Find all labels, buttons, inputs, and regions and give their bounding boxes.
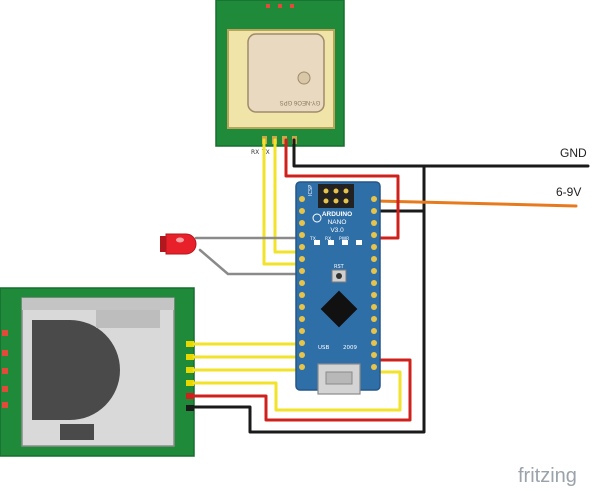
sd-pin-gnd bbox=[186, 405, 194, 411]
gps-rx-label: RX bbox=[251, 149, 259, 156]
sd-label-vcc: VCC bbox=[201, 389, 216, 397]
sd-socket-top bbox=[22, 298, 174, 310]
nano-led-tx bbox=[314, 240, 320, 245]
nano-led-rx bbox=[328, 240, 334, 245]
sd-pad bbox=[2, 368, 8, 374]
nano-pwr-text: PWR bbox=[339, 236, 349, 242]
sd-pin-miso bbox=[186, 367, 194, 373]
wire-sck bbox=[192, 370, 402, 412]
wire-gps-tx bbox=[273, 138, 300, 254]
gnd-label: GND bbox=[560, 146, 587, 160]
fritzing-watermark: fritzing bbox=[518, 465, 577, 487]
arduino-logo-icon bbox=[312, 213, 322, 223]
nano-subtitle: NANO bbox=[328, 219, 347, 226]
wire-5v-gps bbox=[284, 138, 400, 240]
vin-label: 6-9V bbox=[556, 185, 581, 199]
sd-pin-cs bbox=[186, 341, 194, 347]
sd-pad bbox=[2, 350, 8, 356]
sd-label-cs: CS bbox=[201, 337, 211, 345]
sd-card-slot bbox=[32, 320, 120, 420]
nano-rx-text: RX bbox=[325, 236, 331, 242]
gps-led-pad bbox=[278, 4, 282, 8]
nano-icsp-header bbox=[318, 184, 354, 208]
nano-usb-text: USB bbox=[318, 345, 330, 351]
wire-vin bbox=[376, 199, 578, 208]
gps-antenna-feed bbox=[297, 71, 311, 85]
sd-pin-sck bbox=[186, 380, 194, 386]
sd-label-miso: MISO bbox=[201, 363, 220, 371]
nano-rst-text: RST bbox=[334, 264, 345, 270]
wire-gnd-sd bbox=[192, 164, 426, 434]
red-led bbox=[160, 233, 197, 255]
arduino-nano: ICSP ARDUINO NANO V3.0 TX RX PWR RST 200… bbox=[295, 181, 381, 395]
led-highlight bbox=[176, 237, 184, 243]
led-body bbox=[165, 233, 197, 255]
nano-icsp-label: ICSP bbox=[308, 185, 314, 196]
nano-right-header bbox=[371, 196, 377, 370]
nano-usb-port bbox=[325, 371, 353, 385]
gps-silk-text: GY-NEO6 GPS bbox=[280, 99, 321, 105]
nano-tx-text: TX bbox=[309, 236, 316, 242]
sd-pad bbox=[2, 402, 8, 408]
wire-gps-rx bbox=[262, 138, 300, 266]
wire-5v-sd bbox=[192, 358, 412, 422]
nano-version: V3.0 bbox=[330, 227, 344, 234]
nano-reset-cap bbox=[336, 273, 342, 279]
nano-left-header bbox=[299, 196, 305, 370]
sd-socket-detail bbox=[96, 310, 160, 328]
sd-pin-mosi bbox=[186, 354, 194, 360]
led-base bbox=[160, 236, 166, 252]
gps-module: GY-NEO6 GPS RX TX bbox=[215, 0, 345, 156]
sd-card-module: CS MOSI MISO SCK VCC GND bbox=[0, 287, 220, 457]
gps-patch-antenna bbox=[247, 33, 325, 113]
nano-led-pwr bbox=[342, 240, 348, 245]
nano-year: 2009 bbox=[343, 345, 357, 351]
sd-socket-latch bbox=[60, 424, 94, 440]
gps-led-pad bbox=[266, 4, 270, 8]
wire-led-cathode bbox=[198, 248, 300, 276]
sd-pad bbox=[2, 330, 8, 336]
wire-gnd-main bbox=[292, 138, 590, 168]
sd-label-gnd: GND bbox=[201, 401, 217, 409]
sd-pin-vcc bbox=[186, 393, 194, 399]
sd-pad bbox=[2, 386, 8, 392]
wires bbox=[192, 138, 590, 434]
nano-mcu-chip bbox=[320, 290, 358, 328]
nano-title: ARDUINO bbox=[322, 211, 352, 218]
gps-led-pad bbox=[290, 4, 294, 8]
sd-label-mosi: MOSI bbox=[201, 350, 219, 358]
sd-label-sck: SCK bbox=[201, 376, 215, 384]
nano-led-l bbox=[356, 240, 362, 245]
